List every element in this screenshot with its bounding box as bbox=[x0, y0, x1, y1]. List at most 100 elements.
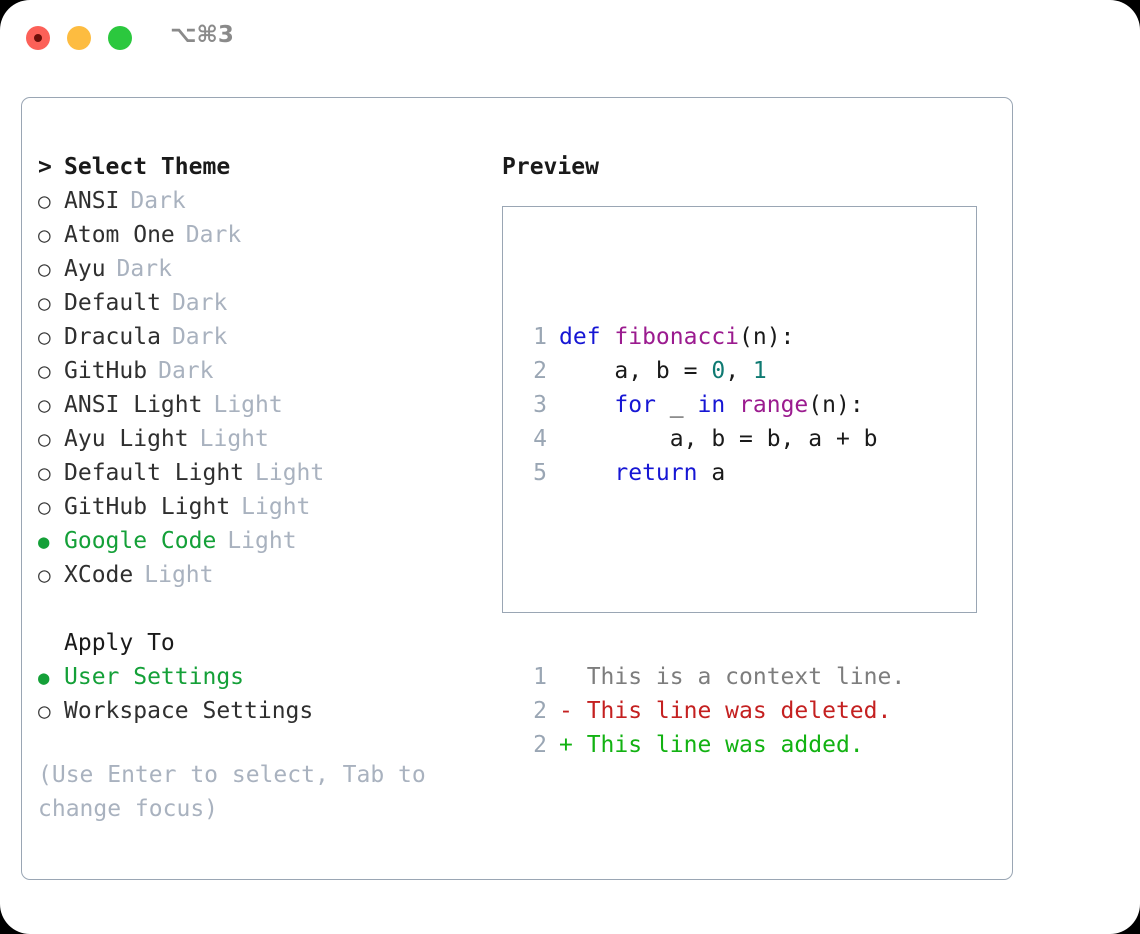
radio-unselected-icon[interactable]: ○ bbox=[38, 563, 51, 587]
preview-code: 1 def fibonacci(n): 2 a, b = 0, 1 3 for _ i… bbox=[517, 252, 905, 830]
theme-variant-tag: Dark bbox=[171, 290, 228, 316]
traffic-light-group bbox=[26, 26, 132, 50]
theme-list-item[interactable]: ○ Dracula Dark bbox=[38, 320, 488, 354]
radio-selected-icon[interactable]: ● bbox=[38, 667, 50, 689]
theme-variant-tag: Light bbox=[199, 426, 269, 452]
line-number: 1 bbox=[533, 324, 547, 350]
line-number: 5 bbox=[533, 460, 547, 486]
radio-unselected-icon[interactable]: ○ bbox=[38, 393, 51, 417]
theme-name-label: GitHub bbox=[64, 358, 148, 384]
line-number: 4 bbox=[533, 426, 547, 452]
radio-unselected-icon[interactable]: ○ bbox=[38, 699, 51, 723]
maximize-button-icon[interactable] bbox=[108, 26, 132, 50]
radio-unselected-icon[interactable]: ○ bbox=[38, 325, 51, 349]
apply-to-item[interactable]: ● User Settings bbox=[38, 660, 488, 694]
apply-to-label: User Settings bbox=[64, 664, 245, 690]
apply-to-heading: Apply To bbox=[38, 626, 488, 660]
radio-unselected-icon[interactable]: ○ bbox=[38, 427, 51, 451]
minimize-button-icon[interactable] bbox=[67, 26, 91, 50]
radio-unselected-icon[interactable]: ○ bbox=[38, 189, 51, 213]
apply-to-label: Workspace Settings bbox=[64, 698, 314, 724]
radio-unselected-icon[interactable]: ○ bbox=[38, 257, 51, 281]
theme-name-label: Default Light bbox=[64, 460, 245, 486]
code-token-num: 1 bbox=[752, 358, 767, 384]
theme-list-item[interactable]: ○ ANSI Dark bbox=[38, 184, 488, 218]
theme-name-label: ANSI bbox=[64, 188, 120, 214]
theme-variant-tag: Light bbox=[144, 562, 214, 588]
code-line-source: for _ in range(n): bbox=[559, 388, 864, 422]
radio-unselected-icon[interactable]: ○ bbox=[38, 291, 51, 315]
theme-variant-tag: Dark bbox=[185, 222, 242, 248]
code-line-source: a, b = b, a + b bbox=[559, 422, 878, 456]
radio-unselected-icon[interactable]: ○ bbox=[38, 359, 51, 383]
apply-to-item[interactable]: ○ Workspace Settings bbox=[38, 694, 488, 728]
code-token-plain bbox=[559, 460, 614, 486]
radio-selected-icon[interactable]: ● bbox=[38, 531, 50, 553]
line-number: 1 bbox=[533, 664, 547, 690]
code-token-plain: (n): bbox=[808, 392, 864, 418]
code-token-plain: , bbox=[725, 358, 753, 384]
section-gap bbox=[38, 592, 488, 626]
close-button-icon[interactable] bbox=[26, 26, 50, 50]
radio-unselected-icon[interactable]: ○ bbox=[38, 495, 51, 519]
code-token-plain: a, b = b, a + b bbox=[559, 426, 878, 452]
caret-icon: > bbox=[38, 154, 52, 180]
theme-variant-tag: Dark bbox=[171, 324, 228, 350]
theme-name-label: Atom One bbox=[64, 222, 175, 248]
apply-to-title: Apply To bbox=[64, 630, 175, 656]
diff-sample-lines: 1 This is a context line.2- This line wa… bbox=[517, 660, 905, 762]
select-theme-title: Select Theme bbox=[64, 154, 231, 180]
theme-variant-tag: Light bbox=[241, 494, 311, 520]
theme-name-label: Dracula bbox=[64, 324, 161, 350]
theme-list-item[interactable]: ○ Atom One Dark bbox=[38, 218, 488, 252]
theme-variant-tag: Dark bbox=[158, 358, 214, 384]
preview-title: Preview bbox=[502, 154, 599, 180]
theme-name-label: XCode bbox=[64, 562, 134, 588]
theme-variant-tag: Dark bbox=[130, 188, 186, 214]
code-line: 4 a, b = b, a + b bbox=[517, 422, 905, 456]
theme-list-item[interactable]: ○ XCode Light bbox=[38, 558, 488, 592]
preview-box: 1 def fibonacci(n): 2 a, b = 0, 1 3 for _ i… bbox=[502, 206, 977, 758]
select-theme-heading: > Select Theme bbox=[38, 150, 488, 184]
code-token-plain bbox=[559, 392, 614, 418]
theme-name-label: GitHub Light bbox=[64, 494, 231, 520]
code-line: 3 for _ in range(n): bbox=[517, 388, 905, 422]
theme-variant-tag: Light bbox=[227, 528, 297, 554]
theme-list-item[interactable]: ○ GitHub Light Light bbox=[38, 490, 488, 524]
diff-line-text: - This line was deleted. bbox=[559, 698, 892, 724]
preview-column: Preview 1 def fibonacci(n): 2 a, b = 0, 1 3… bbox=[502, 150, 992, 758]
code-blank-line bbox=[517, 558, 905, 592]
code-line-source: def fibonacci(n): bbox=[559, 320, 794, 354]
keyboard-hint-text: (Use Enter to select, Tab to change focu… bbox=[38, 762, 426, 822]
theme-variant-tag: Light bbox=[213, 392, 283, 418]
code-sample-lines: 1 def fibonacci(n): 2 a, b = 0, 1 3 for _ i… bbox=[517, 320, 905, 490]
code-token-plain: a bbox=[697, 460, 726, 486]
code-line-source: return a bbox=[559, 456, 725, 490]
code-line: 1 def fibonacci(n): bbox=[517, 320, 905, 354]
theme-list-item[interactable]: ○ Default Dark bbox=[38, 286, 488, 320]
line-number: 2 bbox=[533, 358, 547, 384]
code-token-kw: in bbox=[697, 392, 726, 418]
theme-list-item[interactable]: ○ GitHub Dark bbox=[38, 354, 488, 388]
code-token-num: 0 bbox=[711, 358, 726, 384]
theme-name-label: Ayu bbox=[64, 256, 106, 282]
radio-unselected-icon[interactable]: ○ bbox=[38, 461, 51, 485]
code-token-plain: a, b = bbox=[559, 358, 712, 384]
theme-name-label: Default bbox=[64, 290, 161, 316]
diff-line-add: 2+ This line was added. bbox=[517, 728, 905, 762]
code-token-plain: _ bbox=[655, 392, 698, 418]
diff-line-ctx: 1 This is a context line. bbox=[517, 660, 905, 694]
code-token-kw: return bbox=[614, 460, 698, 486]
radio-unselected-icon[interactable]: ○ bbox=[38, 223, 51, 247]
code-token-plain: (n): bbox=[739, 324, 795, 350]
